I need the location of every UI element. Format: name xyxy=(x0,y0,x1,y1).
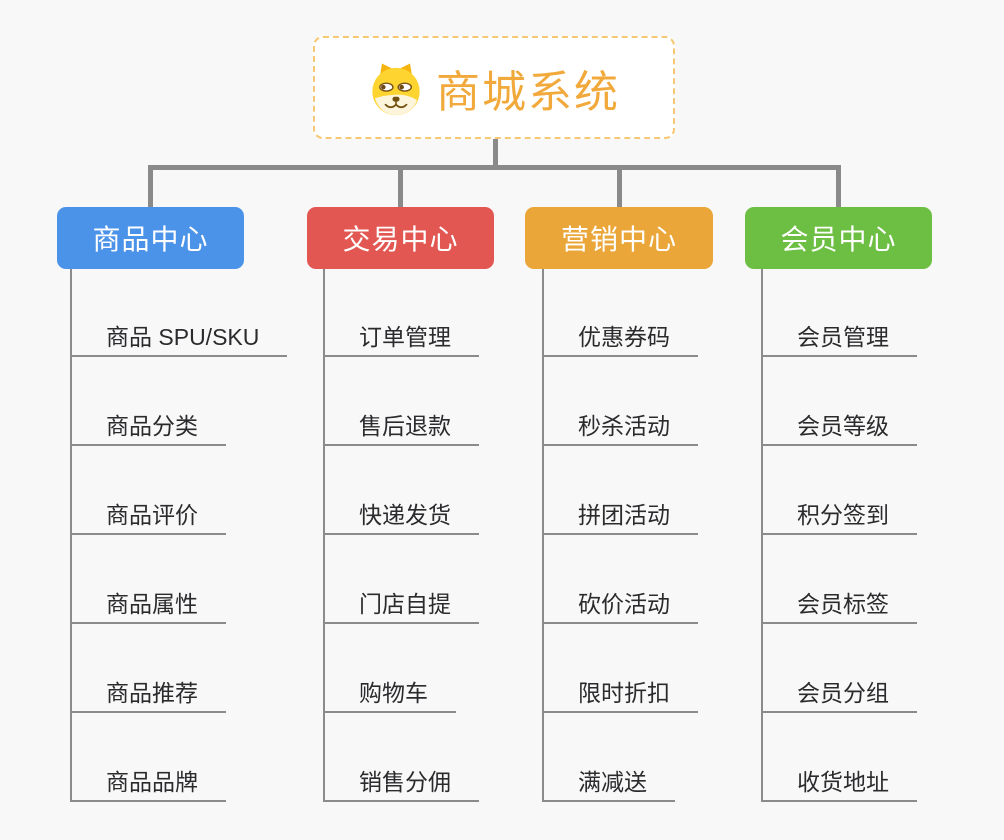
subtopic-node[interactable]: 订单管理 xyxy=(323,319,479,357)
subtopic-node[interactable]: 商品分类 xyxy=(70,408,226,446)
subtopic-node[interactable]: 快递发货 xyxy=(323,497,479,535)
subtopic-node[interactable]: 拼团活动 xyxy=(542,497,698,535)
root-node[interactable]: 商城系统 xyxy=(313,36,675,139)
branch-node-1[interactable]: 交易中心 xyxy=(307,207,494,269)
subtopic-node[interactable]: 会员管理 xyxy=(761,319,917,357)
connector-root-stem xyxy=(493,139,498,170)
branch-spine-1 xyxy=(323,269,325,802)
subtopic-node[interactable]: 门店自提 xyxy=(323,586,479,624)
subtopic-node[interactable]: 会员分组 xyxy=(761,675,917,713)
subtopic-node[interactable]: 满减送 xyxy=(542,764,675,802)
dog-face-icon xyxy=(368,60,424,116)
connector-rail xyxy=(148,165,841,170)
subtopic-node[interactable]: 会员标签 xyxy=(761,586,917,624)
subtopic-node[interactable]: 商品 SPU/SKU xyxy=(70,319,288,357)
subtopic-node[interactable]: 商品属性 xyxy=(70,586,226,624)
subtopic-node[interactable]: 商品品牌 xyxy=(70,764,226,802)
connector-drop-1 xyxy=(398,165,403,207)
branch-spine-2 xyxy=(542,269,544,802)
subtopic-node[interactable]: 砍价活动 xyxy=(542,586,698,624)
subtopic-node[interactable]: 收货地址 xyxy=(761,764,917,802)
subtopic-node[interactable]: 优惠券码 xyxy=(542,319,698,357)
subtopic-node[interactable]: 商品评价 xyxy=(70,497,226,535)
branch-node-0[interactable]: 商品中心 xyxy=(57,207,244,269)
subtopic-node[interactable]: 商品推荐 xyxy=(70,675,226,713)
branch-spine-3 xyxy=(761,269,763,802)
subtopic-node[interactable]: 购物车 xyxy=(323,675,456,713)
subtopic-node[interactable]: 限时折扣 xyxy=(542,675,698,713)
subtopic-node[interactable]: 售后退款 xyxy=(323,408,479,446)
connector-drop-2 xyxy=(616,165,622,207)
subtopic-node[interactable]: 积分签到 xyxy=(761,497,917,535)
connector-drop-0 xyxy=(148,165,153,207)
subtopic-node[interactable]: 会员等级 xyxy=(761,408,917,446)
subtopic-node[interactable]: 秒杀活动 xyxy=(542,408,698,446)
connector-drop-3 xyxy=(836,165,841,207)
branch-node-3[interactable]: 会员中心 xyxy=(745,207,932,269)
branch-node-2[interactable]: 营销中心 xyxy=(525,207,713,269)
root-title: 商城系统 xyxy=(436,67,620,117)
branch-spine-0 xyxy=(70,269,72,802)
subtopic-node[interactable]: 销售分佣 xyxy=(323,764,479,802)
